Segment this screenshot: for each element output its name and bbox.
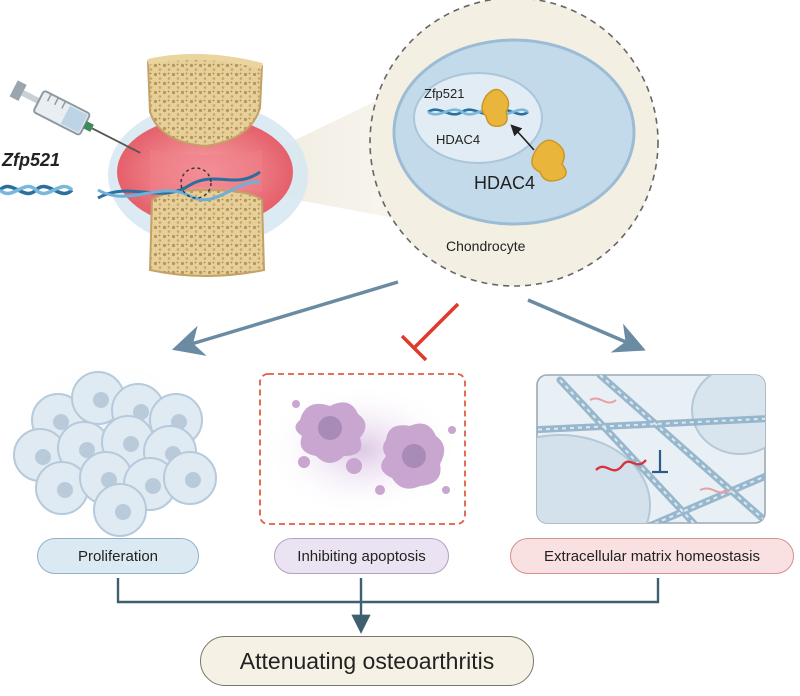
cell-nucleus-9 (57, 482, 73, 498)
ecm-homeostasis-label: Extracellular matrix homeostasis (510, 538, 794, 574)
ecm-illustration (536, 374, 766, 524)
chondrocyte-caption: Chondrocyte (446, 238, 526, 254)
gene-label: Zfp521 (2, 150, 61, 170)
chondrocyte-zoom (369, 0, 659, 287)
cell-nucleus-5 (35, 449, 51, 465)
knee-joint-illustration (97, 53, 308, 277)
conclusion-label: Attenuating osteoarthritis (200, 636, 534, 686)
cell-nucleus-7 (123, 436, 139, 452)
nucleus (413, 72, 543, 164)
proliferation-label: Proliferation (37, 538, 199, 574)
nucleus-gene-label: Zfp521 (424, 86, 465, 101)
cell-nucleus-3 (133, 404, 149, 420)
hdac4-free-icon (531, 139, 567, 182)
cell-nucleus-13 (115, 504, 131, 520)
inhibition-symbol (400, 302, 460, 362)
nucleus-protein-label: HDAC4 (436, 132, 481, 147)
flow-arrows (171, 280, 646, 362)
inhibiting-apoptosis-label: Inhibiting apoptosis (274, 538, 449, 574)
proliferation-illustration (0, 353, 220, 537)
cell-nucleus-2 (93, 392, 109, 408)
hdac4-bound-icon (481, 88, 510, 127)
cell-nucleus-6 (79, 442, 95, 458)
cell-nucleus-11 (145, 478, 161, 494)
convergence-connector (116, 578, 660, 634)
cell-nucleus-12 (185, 472, 201, 488)
dna-helix-icon (0, 184, 74, 196)
lower-bone (148, 188, 266, 277)
apoptosis-illustration (259, 373, 466, 525)
syringe-icon (9, 80, 141, 154)
cell-nucleus-1 (53, 414, 69, 430)
cytoplasm-protein-label: HDAC4 (474, 173, 536, 193)
